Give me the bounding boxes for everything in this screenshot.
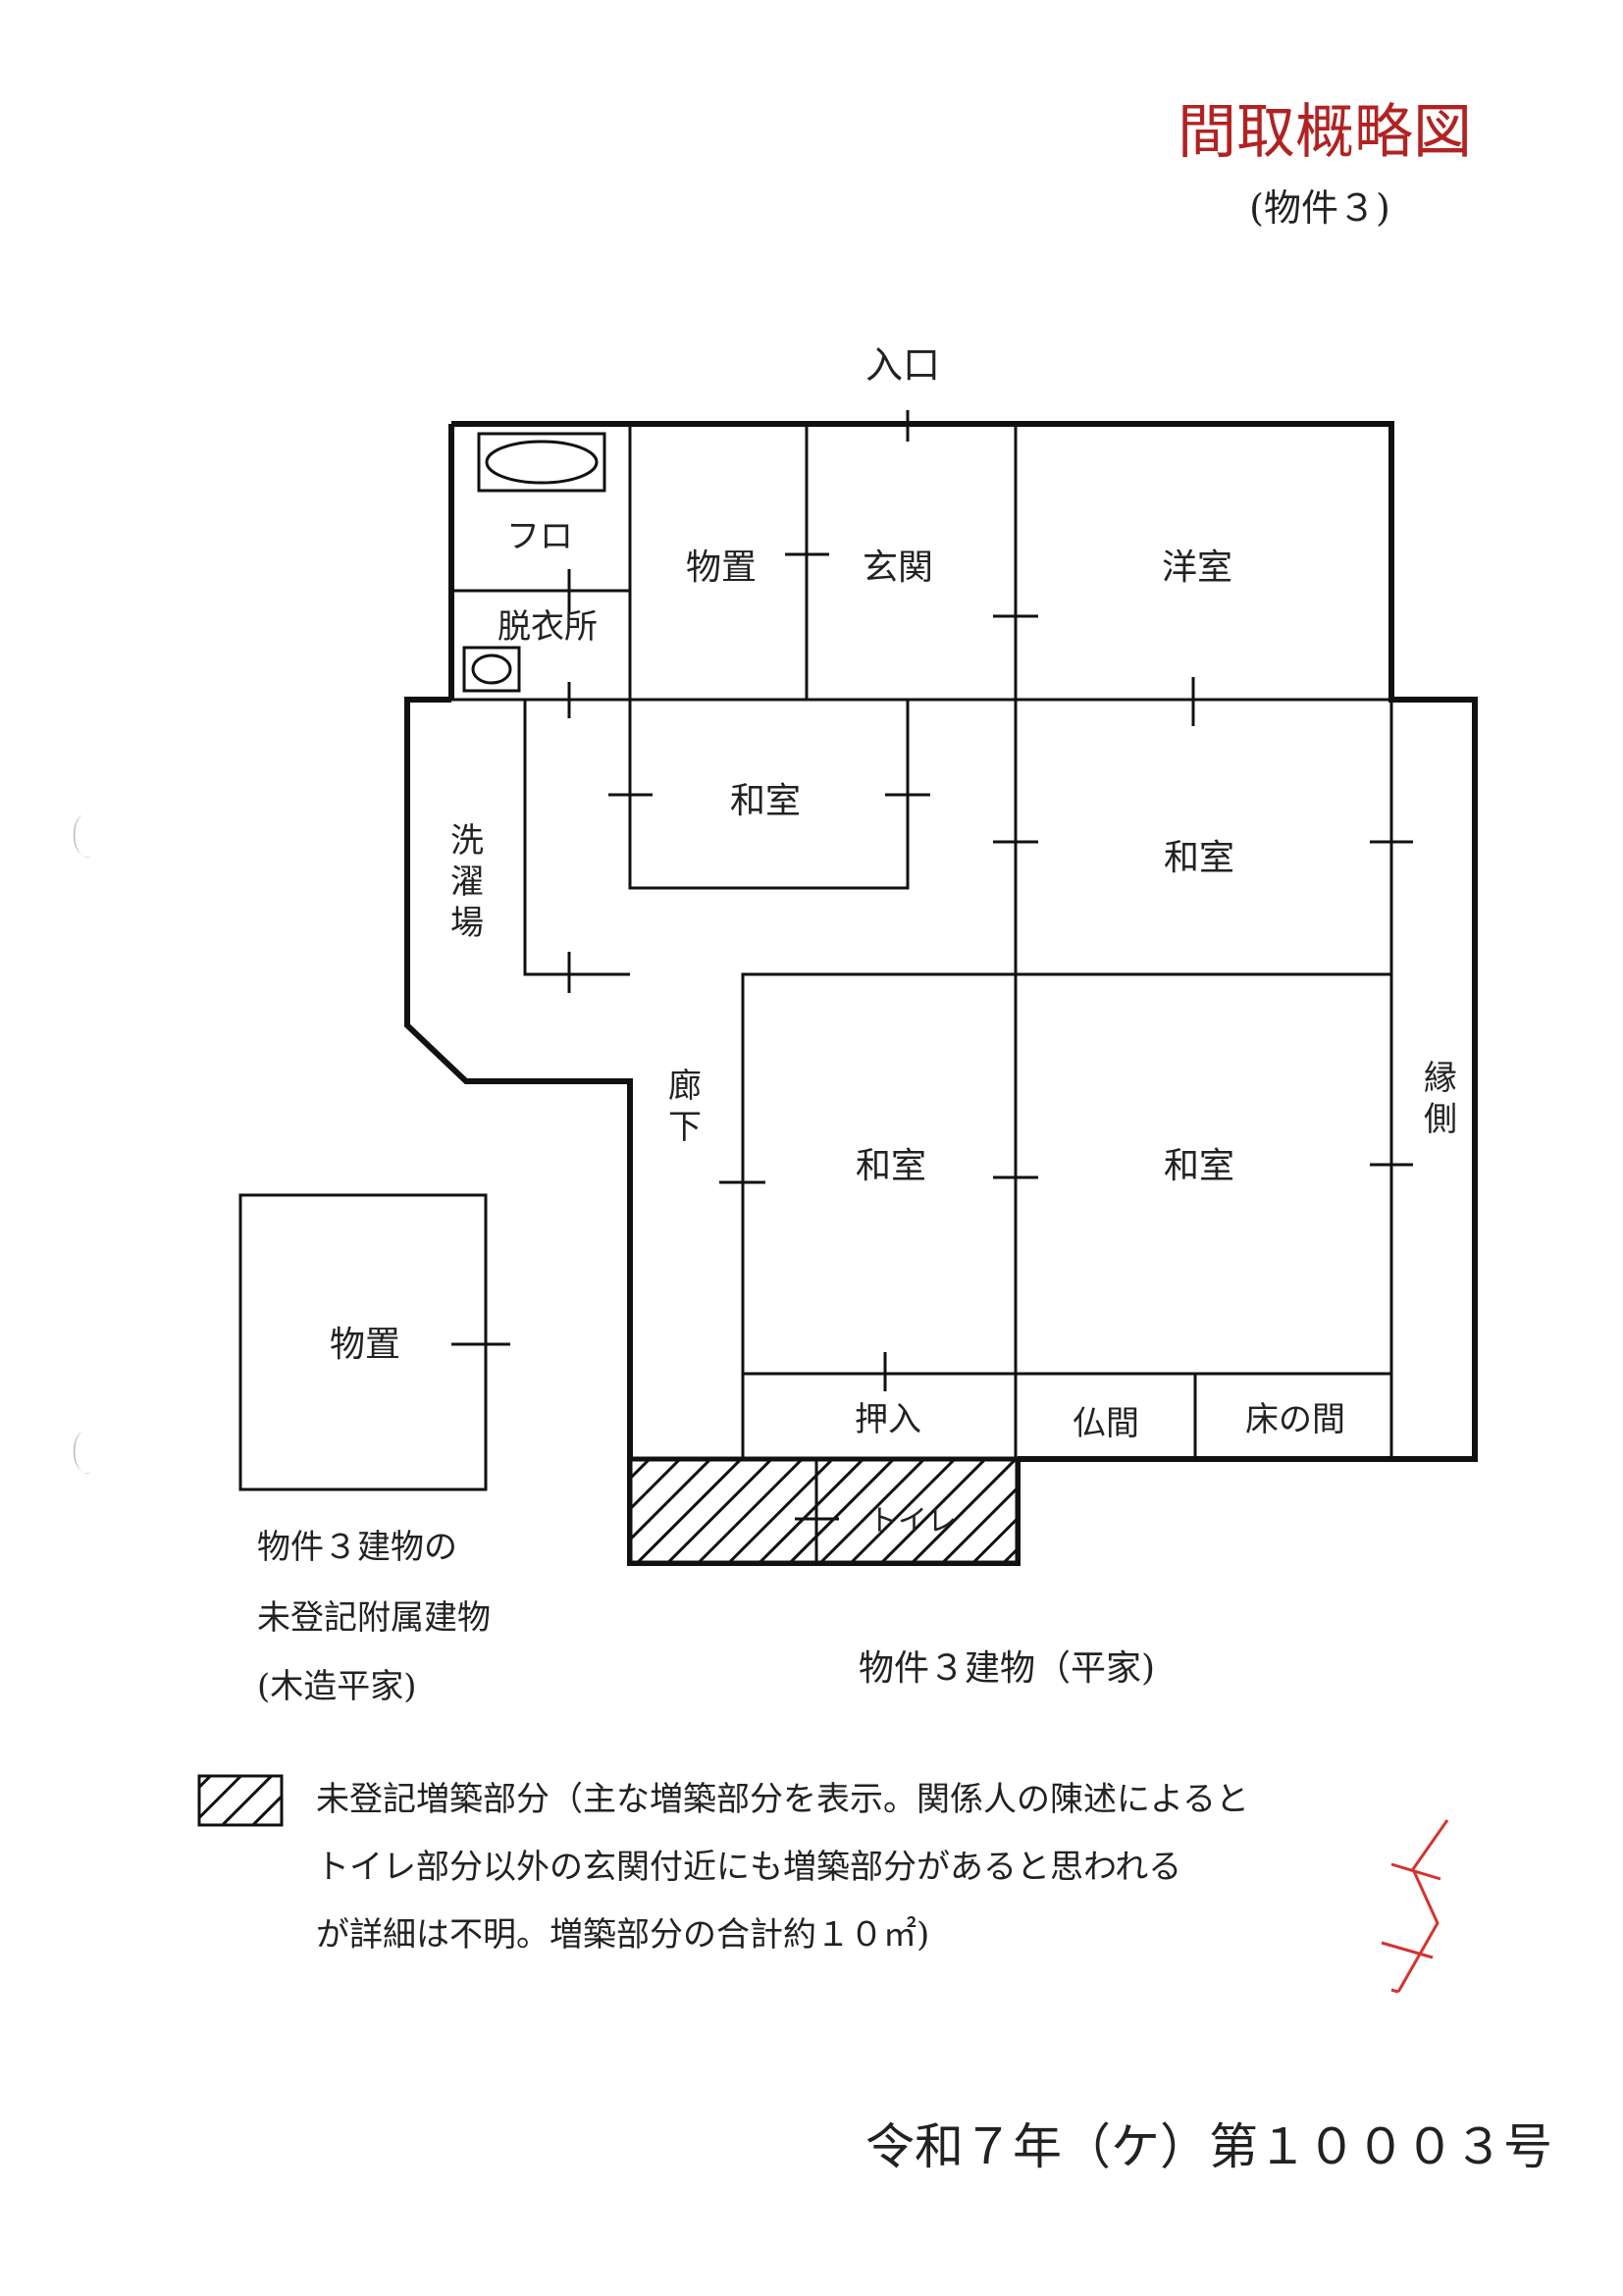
room-label-roka: 廊 下	[668, 1067, 702, 1147]
svg-text:濯: 濯	[450, 862, 484, 902]
bathtub-icon	[477, 432, 606, 493]
svg-text:縁: 縁	[1424, 1059, 1457, 1098]
main-building-walls	[404, 421, 1478, 1566]
room-label-datsuijo: 脱衣所	[497, 607, 598, 647]
svg-text:洗: 洗	[450, 821, 484, 861]
svg-text:廊: 廊	[668, 1067, 702, 1106]
unregistered-extension-toilet	[627, 1456, 1021, 1566]
room-label-furo: フロ	[506, 517, 573, 556]
room-label-washitsu-east: 和室	[1164, 838, 1234, 878]
room-label-washitsu-small: 和室	[730, 781, 801, 821]
entrance-label: 入口	[865, 343, 940, 387]
room-label-washitsu-right: 和室	[1164, 1146, 1234, 1186]
room-label-butsuma: 仏間	[1073, 1404, 1139, 1443]
room-label-yoshitsu: 洋室	[1162, 548, 1232, 588]
sink-icon	[462, 646, 521, 693]
annex-caption-line2: 未登記附属建物	[257, 1598, 491, 1638]
door-marks	[451, 552, 1413, 1521]
legend-line-3: が詳細は不明。増築部分の合計約１０㎡)	[316, 1915, 929, 1955]
svg-text:場: 場	[450, 904, 484, 943]
annex-caption-line3: (木造平家)	[257, 1667, 417, 1706]
main-building-caption: 物件３建物（平家)	[859, 1648, 1155, 1689]
page-subtitle: (物件３)	[1249, 186, 1390, 230]
annex-caption-line1: 物件３建物の	[257, 1528, 457, 1567]
room-label-sentakuba: 洗 濯 場	[450, 821, 484, 943]
room-label-annex-monooki: 物置	[330, 1325, 400, 1365]
legend-hatch-swatch	[197, 1774, 284, 1827]
legend-line-1: 未登記増築部分（主な増築部分を表示。関係人の陳述によると	[316, 1780, 1249, 1819]
room-label-oshiire: 押入	[855, 1400, 921, 1439]
punch-hole-marks	[73, 814, 92, 1474]
legend-line-2: トイレ部分以外の玄関付近にも増築部分があると思われる	[316, 1848, 1181, 1887]
room-label-toilet: トイレ	[868, 1504, 957, 1539]
room-label-tokonoma: 床の間	[1245, 1400, 1345, 1439]
case-number: 令和７年（ケ）第１０００３号	[865, 2118, 1552, 2175]
page-title: 間取概略図	[1178, 98, 1472, 167]
annex-building	[238, 1193, 488, 1491]
room-label-monooki: 物置	[686, 548, 757, 588]
room-label-engawa: 縁 側	[1424, 1059, 1457, 1139]
room-label-washitsu-center: 和室	[856, 1146, 926, 1186]
room-label-genkan: 玄関	[863, 548, 933, 588]
red-handwritten-mark	[1381, 1819, 1449, 1994]
svg-text:側: 側	[1424, 1100, 1457, 1139]
svg-text:下: 下	[668, 1108, 702, 1147]
